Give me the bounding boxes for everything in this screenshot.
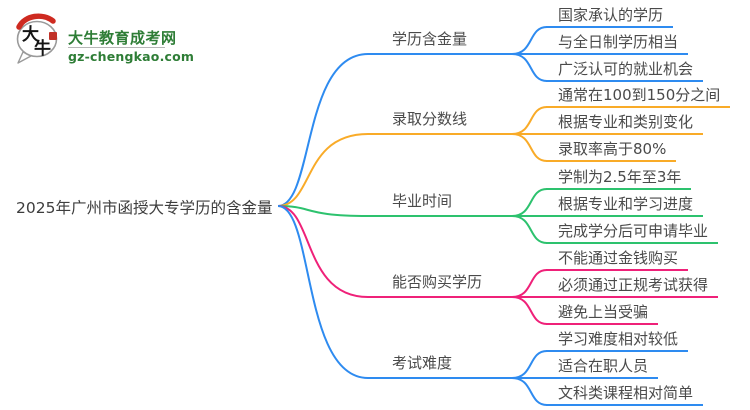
leaf-node: 必须通过正规考试获得 bbox=[546, 276, 719, 298]
branch-3-lines bbox=[277, 205, 548, 325]
svg-text:大: 大 bbox=[22, 24, 39, 45]
root-topic: 2025年广州市函授大专学历的含金量 bbox=[16, 199, 273, 217]
branch-label-0: 学历含金量 bbox=[392, 30, 468, 48]
bull-speech-bubble-icon: 大 牛 bbox=[16, 13, 58, 64]
leaf-node: 广泛认可的就业机会 bbox=[546, 60, 704, 82]
leaf-node: 根据专业和学习进度 bbox=[546, 195, 704, 217]
branch-label-2: 毕业时间 bbox=[392, 192, 453, 210]
leaf-node: 适合在职人员 bbox=[546, 357, 659, 379]
branch-label-3: 能否购买学历 bbox=[392, 273, 483, 291]
branch-label-1: 录取分数线 bbox=[392, 110, 468, 128]
leaf-node: 与全日制学历相当 bbox=[546, 33, 689, 55]
leaf-node: 避免上当受骗 bbox=[546, 303, 659, 325]
leaf-node: 根据专业和类别变化 bbox=[546, 113, 704, 135]
branch-4-lines bbox=[277, 205, 548, 406]
site-logo[interactable]: 大 牛 大牛教育成考网 gz-chengkao.com bbox=[10, 8, 194, 66]
leaf-node: 录取率高于80% bbox=[546, 140, 677, 162]
branch-label-4: 考试难度 bbox=[392, 354, 453, 372]
leaf-node: 学制为2.5年至3年 bbox=[546, 168, 692, 190]
leaf-node: 完成学分后可申请毕业 bbox=[546, 222, 719, 244]
leaf-node: 学习难度相对较低 bbox=[546, 330, 689, 352]
logo-divider bbox=[68, 47, 165, 48]
site-name[interactable]: 大牛教育成考网 bbox=[68, 29, 177, 47]
svg-text:牛: 牛 bbox=[34, 38, 51, 59]
leaf-node: 通常在100到150分之间 bbox=[546, 86, 731, 108]
leaf-node: 国家承认的学历 bbox=[546, 6, 674, 28]
leaf-node: 文科类课程相对简单 bbox=[546, 384, 704, 406]
site-domain[interactable]: gz-chengkao.com bbox=[68, 49, 195, 64]
leaf-node: 不能通过金钱购买 bbox=[546, 249, 689, 271]
